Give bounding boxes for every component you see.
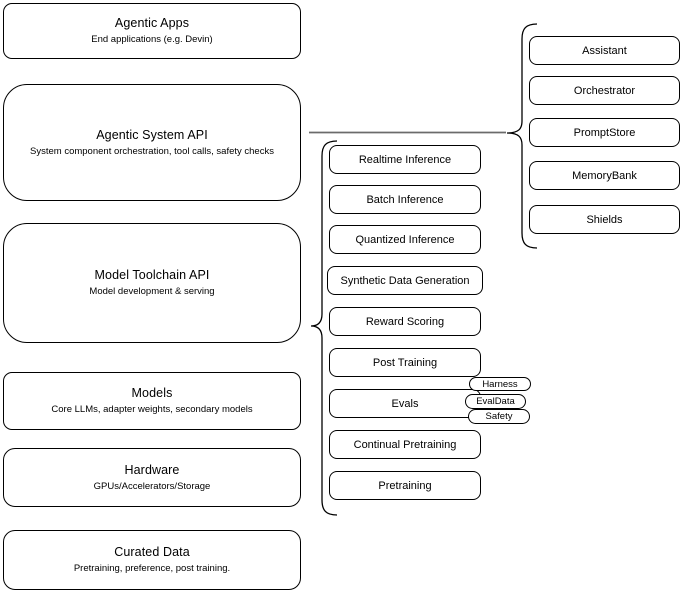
eval-tag-label: Harness: [482, 378, 518, 390]
toolchain-item-label: Realtime Inference: [358, 153, 452, 166]
toolchain-item-label: Post Training: [372, 356, 438, 369]
toolchain-item-evals: Evals: [329, 389, 481, 418]
toolchain-item-post-training: Post Training: [329, 348, 481, 377]
box-subtitle: End applications (e.g. Devin): [91, 34, 213, 45]
toolchain-item-label: Batch Inference: [366, 193, 444, 206]
toolchain-item-label: Synthetic Data Generation: [340, 274, 470, 287]
component-orchestrator: Orchestrator: [529, 76, 680, 105]
toolchain-item-label: Pretraining: [378, 479, 432, 492]
toolchain-item-reward-scoring: Reward Scoring: [329, 307, 481, 336]
toolchain-item-label: Reward Scoring: [365, 315, 445, 328]
component-shields: Shields: [529, 205, 680, 234]
box-agentic-system-api: Agentic System API System component orch…: [3, 84, 301, 201]
box-agentic-apps: Agentic Apps End applications (e.g. Devi…: [3, 3, 301, 59]
box-subtitle: Core LLMs, adapter weights, secondary mo…: [51, 404, 253, 415]
component-label: Shields: [586, 213, 623, 226]
toolchain-item-continual-pretraining: Continual Pretraining: [329, 430, 481, 459]
eval-tag-safety: Safety: [468, 409, 530, 424]
toolchain-item-synthetic-data-generation: Synthetic Data Generation: [327, 266, 483, 295]
box-hardware: Hardware GPUs/Accelerators/Storage: [3, 448, 301, 507]
box-title: Agentic Apps: [114, 16, 190, 30]
component-label: MemoryBank: [572, 169, 637, 182]
component-label: PromptStore: [573, 126, 636, 139]
box-subtitle: Model development & serving: [89, 286, 215, 297]
toolchain-item-label: Continual Pretraining: [353, 438, 457, 451]
box-title: Agentic System API: [96, 127, 208, 142]
component-memorybank: MemoryBank: [529, 161, 680, 190]
component-label: Orchestrator: [573, 84, 636, 97]
box-curated-data: Curated Data Pretraining, preference, po…: [3, 530, 301, 590]
toolchain-item-label: Quantized Inference: [355, 233, 455, 246]
box-title: Hardware: [124, 462, 180, 477]
box-model-toolchain-api: Model Toolchain API Model development & …: [3, 223, 301, 343]
toolchain-item-label: Evals: [391, 397, 419, 410]
box-subtitle: Pretraining, preference, post training.: [73, 563, 231, 574]
eval-tag-harness: Harness: [469, 377, 531, 391]
toolchain-item-pretraining: Pretraining: [329, 471, 481, 500]
box-subtitle: System component orchestration, tool cal…: [30, 145, 274, 157]
eval-tag-label: Safety: [485, 411, 513, 422]
box-title: Models: [131, 386, 173, 400]
component-promptstore: PromptStore: [529, 118, 680, 147]
component-label: Assistant: [582, 44, 627, 57]
toolchain-item-batch-inference: Batch Inference: [329, 185, 481, 214]
toolchain-item-quantized-inference: Quantized Inference: [329, 225, 481, 254]
box-models: Models Core LLMs, adapter weights, secon…: [3, 372, 301, 430]
box-title: Model Toolchain API: [94, 268, 210, 282]
eval-tag-label: EvalData: [476, 396, 515, 407]
component-assistant: Assistant: [529, 36, 680, 65]
box-title: Curated Data: [114, 545, 190, 559]
toolchain-item-realtime-inference: Realtime Inference: [329, 145, 481, 174]
box-subtitle: GPUs/Accelerators/Storage: [93, 480, 211, 492]
eval-tag-evaldata: EvalData: [465, 394, 526, 409]
